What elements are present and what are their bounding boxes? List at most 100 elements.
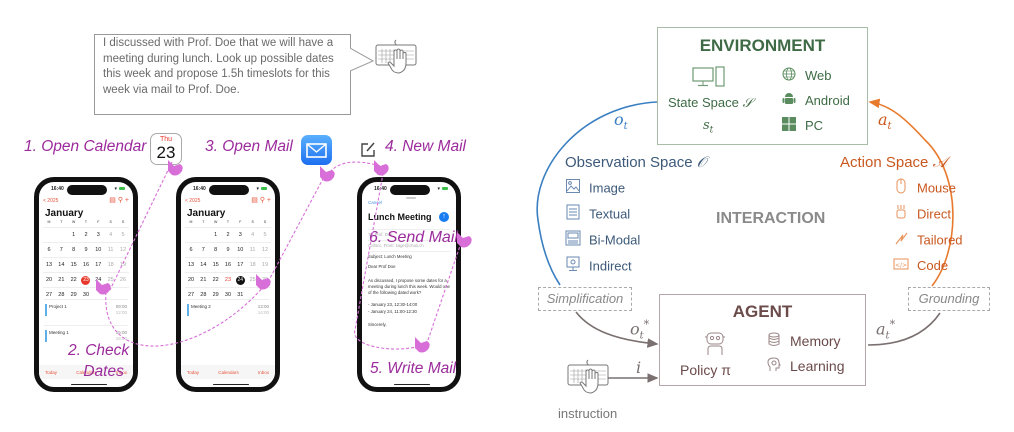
mail-greeting[interactable]: Dear Prof Doe	[368, 264, 396, 269]
calendar-day-28[interactable]: 28	[58, 292, 65, 298]
back-to-year-button[interactable]: < 2025	[185, 198, 201, 204]
calendar-day-27[interactable]: 27	[45, 292, 53, 298]
toolbar-icons[interactable]: ▤ ⚲ +	[251, 197, 271, 204]
cancel-button[interactable]: Cancel	[368, 200, 383, 205]
calendar-day-7[interactable]: 7	[59, 247, 63, 253]
calendar-day-2[interactable]: 2	[84, 232, 88, 238]
calendar-day-15[interactable]: 15	[70, 262, 77, 268]
calendar-day-17[interactable]: 17	[95, 262, 102, 268]
calendar-day-23[interactable]: 23	[81, 275, 91, 285]
calendar-day-21[interactable]: 21	[58, 277, 65, 283]
event-name: Meeting 1	[49, 330, 69, 335]
tab-calendars[interactable]: Calendars	[76, 369, 97, 375]
calendar-day-1[interactable]: 1	[72, 232, 76, 238]
calendar-day-12[interactable]: 12	[119, 247, 127, 253]
send-button[interactable]: ↑	[439, 212, 449, 222]
calendar-day-3[interactable]: 3	[96, 232, 100, 238]
calendar-day-30[interactable]: 30	[224, 292, 232, 298]
calendar-day-11[interactable]: 11	[107, 247, 114, 253]
calendar-day-14[interactable]: 14	[58, 262, 65, 268]
calendar-day-6[interactable]: 6	[189, 247, 193, 253]
calendar-day-18[interactable]: 18	[107, 262, 114, 268]
calendar-day-8[interactable]: 8	[72, 247, 76, 253]
mail-icon[interactable]	[301, 135, 332, 165]
calendar-day-29[interactable]: 29	[70, 292, 77, 298]
calendar-day-28[interactable]: 28	[200, 292, 207, 298]
calendar-day-6[interactable]: 6	[47, 247, 51, 253]
calendar-day-20[interactable]: 20	[45, 277, 53, 283]
svg-text:</>: </>	[895, 262, 907, 269]
calendar-day-3[interactable]: 3	[238, 232, 242, 238]
a-symbol: a	[878, 110, 888, 129]
mail-option-2[interactable]: - January 24, 11:00-12:30	[368, 309, 417, 314]
calendar-day-1[interactable]: 1	[214, 232, 218, 238]
o-subscript: t	[623, 121, 628, 133]
step-4-label: 4. New Mail	[385, 138, 466, 155]
mail-option-1[interactable]: - January 23, 12:30-14:00	[368, 302, 418, 307]
calendar-day-15[interactable]: 15	[212, 262, 219, 268]
calendar-day-26[interactable]: 26	[119, 277, 127, 283]
calendar-day-22[interactable]: 22	[212, 277, 219, 283]
compose-icon[interactable]	[359, 141, 377, 159]
calendar-day-18[interactable]: 18	[249, 262, 256, 268]
calendar-day-13[interactable]: 13	[187, 262, 195, 268]
observation-image: Image	[565, 178, 640, 198]
calendar-day-4[interactable]: 4	[251, 232, 255, 238]
calendar-day-16[interactable]: 16	[224, 262, 232, 268]
calendar-day-17[interactable]: 17	[237, 262, 244, 268]
calendar-day-5[interactable]: 5	[263, 232, 267, 238]
toolbar-icons[interactable]: ▤ ⚲ +	[109, 197, 129, 204]
tab-today[interactable]: Today	[187, 369, 200, 375]
mail-closing[interactable]: Sincerely,	[368, 322, 387, 327]
subject-field[interactable]: Subject: Lunch Meeting	[368, 251, 450, 259]
calendar-day-27[interactable]: 27	[187, 292, 195, 298]
calendar-day-5[interactable]: 5	[121, 232, 125, 238]
calendar-day-31[interactable]: 31	[237, 292, 244, 298]
calendar-day-26[interactable]: 26	[261, 277, 269, 283]
calendar-day-9[interactable]: 9	[84, 247, 88, 253]
calendar-day-22[interactable]: 22	[70, 277, 77, 283]
tab-inbox[interactable]: Inbox	[257, 369, 269, 375]
calendar-day-12[interactable]: 12	[261, 247, 269, 253]
head-lightbulb-icon	[766, 357, 782, 377]
calendar-day-14[interactable]: 14	[200, 262, 207, 268]
calendar-day-19[interactable]: 19	[261, 262, 269, 268]
calendar-day-23[interactable]: 23	[224, 277, 232, 283]
calendar-day-29[interactable]: 29	[212, 292, 219, 298]
calendar-day-30[interactable]: 30	[82, 292, 90, 298]
tab-inbox[interactable]: Inbox	[115, 369, 127, 375]
home-indicator	[213, 383, 249, 385]
state-variable: st	[703, 118, 713, 136]
calendar-day-4[interactable]: 4	[109, 232, 113, 238]
interaction-label: INTERACTION	[716, 210, 826, 227]
mail-body-text[interactable]: As discussed, I propose some dates for a…	[368, 278, 450, 295]
calendar-day-10[interactable]: 10	[95, 247, 102, 253]
calendar-day-19[interactable]: 19	[119, 262, 127, 268]
tab-calendars[interactable]: Calendars	[218, 369, 239, 375]
calendar-day-7[interactable]: 7	[201, 247, 205, 253]
calendar-day-13[interactable]: 13	[45, 262, 53, 268]
calendar-day-11[interactable]: 11	[249, 247, 256, 253]
calendar-day-2[interactable]: 2	[226, 232, 230, 238]
back-to-year-button[interactable]: < 2025	[43, 198, 59, 204]
event-end-time: 12:00	[115, 310, 127, 315]
calendar-day-8[interactable]: 8	[214, 247, 218, 253]
weekday-label: W	[214, 220, 218, 224]
calendar-day-16[interactable]: 16	[82, 262, 90, 268]
step-1-label: 1. Open Calendar	[24, 138, 147, 155]
calendar-week-row: 6 7 8 9 10 11 12	[185, 242, 271, 257]
a-star-symbol: a	[876, 319, 886, 339]
calendar-day-24[interactable]: 24	[235, 275, 245, 285]
calendar-day-24[interactable]: 24	[95, 277, 102, 283]
calendar-day-21[interactable]: 21	[200, 277, 207, 283]
calendar-day-10[interactable]: 10	[237, 247, 244, 253]
calendar-day-20[interactable]: 20	[187, 277, 195, 283]
calendar-day-25[interactable]: 25	[107, 277, 114, 283]
calendar-icon[interactable]: Thu 23	[150, 133, 182, 165]
calendar-day-25[interactable]: 25	[249, 277, 256, 283]
calendar-day-9[interactable]: 9	[226, 247, 230, 253]
tab-today[interactable]: Today	[45, 369, 58, 375]
